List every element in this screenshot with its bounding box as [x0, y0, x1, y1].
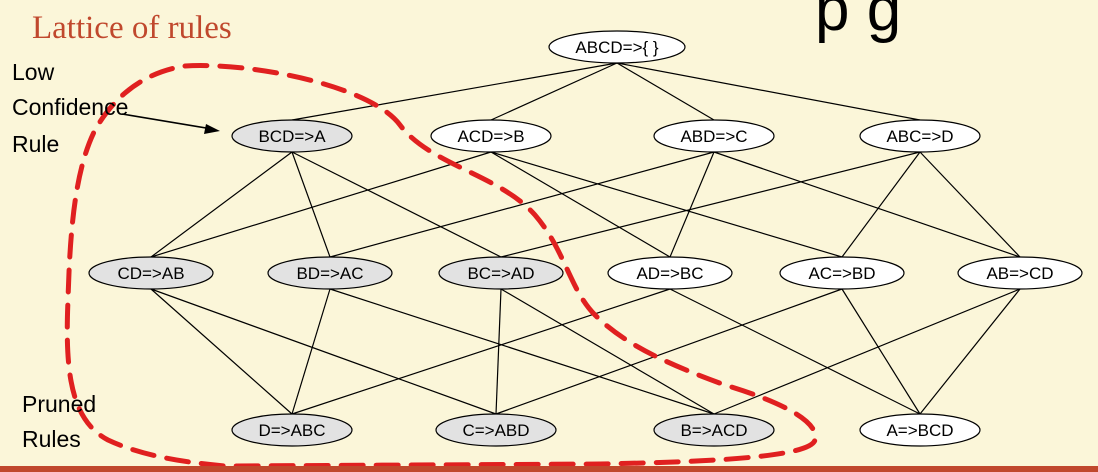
pruned-rules-annotation: Pruned Rules — [22, 391, 96, 452]
rule-node-a: A=>BCD — [859, 413, 981, 447]
edge-bcd-bc — [291, 151, 502, 258]
rule-node-ad: AD=>BC — [607, 256, 733, 290]
rule-node-shape-bd — [267, 256, 393, 290]
edge-bd-b — [329, 288, 715, 415]
edge-acd-ad — [490, 151, 671, 258]
slide-heading-partial: p g — [815, 0, 901, 44]
edge-ac-a — [841, 288, 921, 415]
rule-node-bcd: BCD=>A — [231, 119, 353, 153]
edge-ab-a — [919, 288, 1021, 415]
rule-node-label-bc: BC=>AD — [467, 264, 534, 283]
rule-node-abcd: ABCD=>{ } — [548, 30, 686, 64]
rule-node-shape-a — [859, 413, 981, 447]
edge-ad-a — [669, 288, 921, 415]
rule-node-label-abd: ABD=>C — [680, 127, 747, 146]
edge-bcd-cd — [150, 151, 293, 258]
rule-node-label-ad: AD=>BC — [636, 264, 703, 283]
rule-node-shape-b — [653, 413, 775, 447]
rule-node-label-ac: AC=>BD — [808, 264, 875, 283]
rule-node-shape-bc — [438, 256, 564, 290]
edge-abd-ad — [669, 151, 715, 258]
edge-abcd-abd — [616, 62, 715, 121]
rule-node-abc: ABC=>D — [859, 119, 981, 153]
annotation-arrowhead-icon — [204, 124, 220, 134]
low-confidence-line-1: Low — [12, 59, 55, 85]
edge-abc-ac — [841, 151, 921, 258]
low-confidence-line-3: Rule — [12, 131, 59, 157]
rule-node-shape-bcd — [231, 119, 353, 153]
edge-ac-c — [495, 288, 843, 415]
rule-node-shape-ab — [957, 256, 1083, 290]
pruned-rules-line-1: Pruned — [22, 391, 96, 417]
edge-abcd-acd — [490, 62, 618, 121]
edge-cd-c — [150, 288, 497, 415]
lattice-nodes: ABCD=>{ } BCD=>A ACD=>B ABD=>C ABC=>D CD=>AB B… — [88, 30, 1083, 447]
rule-node-label-b: B=>ACD — [680, 421, 747, 440]
bottom-accent-bar — [0, 466, 1098, 472]
rule-node-shape-ad — [607, 256, 733, 290]
rule-node-shape-c — [435, 413, 557, 447]
edge-cd-d — [150, 288, 293, 415]
rule-node-abd: ABD=>C — [653, 119, 775, 153]
rule-node-shape-acd — [430, 119, 552, 153]
edge-abc-ab — [919, 151, 1021, 258]
rule-node-ab: AB=>CD — [957, 256, 1083, 290]
low-confidence-annotation: Low Confidence Rule — [12, 59, 220, 157]
rule-node-shape-abd — [653, 119, 775, 153]
rule-node-acd: ACD=>B — [430, 119, 552, 153]
slide-title: Lattice of rules — [32, 10, 232, 46]
rule-node-ac: AC=>BD — [779, 256, 905, 290]
rule-node-label-cd: CD=>AB — [117, 264, 184, 283]
pruned-region-boundary — [64, 63, 818, 469]
rule-node-shape-abcd — [548, 30, 686, 64]
rule-node-cd: CD=>AB — [88, 256, 214, 290]
rule-node-bc: BC=>AD — [438, 256, 564, 290]
rule-node-label-bd: BD=>AC — [296, 264, 363, 283]
edge-bd-d — [291, 288, 331, 415]
rule-node-label-d: D=>ABC — [258, 421, 325, 440]
rule-node-shape-abc — [859, 119, 981, 153]
annotation-arrow-line — [121, 113, 213, 130]
edge-bcd-bd — [291, 151, 331, 258]
rule-node-bd: BD=>AC — [267, 256, 393, 290]
rule-node-label-a: A=>BCD — [886, 421, 953, 440]
rule-node-shape-ac — [779, 256, 905, 290]
rule-node-shape-cd — [88, 256, 214, 290]
edge-acd-cd — [150, 151, 492, 258]
edge-acd-ac — [490, 151, 843, 258]
lattice-edges — [150, 62, 1021, 415]
rule-node-label-abcd: ABCD=>{ } — [575, 38, 658, 57]
rule-node-label-ab: AB=>CD — [986, 264, 1053, 283]
edge-ab-b — [713, 288, 1021, 415]
rule-node-c: C=>ABD — [435, 413, 557, 447]
rule-node-b: B=>ACD — [653, 413, 775, 447]
rule-node-label-acd: ACD=>B — [457, 127, 524, 146]
edge-ad-d — [291, 288, 671, 415]
edge-bc-b — [500, 288, 715, 415]
edge-abcd-abc — [616, 62, 921, 121]
edge-bc-c — [495, 288, 502, 415]
edge-abd-ab — [713, 151, 1021, 258]
rule-node-shape-d — [231, 413, 353, 447]
rule-node-label-c: C=>ABD — [462, 421, 529, 440]
edge-abc-bc — [500, 151, 921, 258]
rule-node-label-abc: ABC=>D — [886, 127, 953, 146]
rule-node-d: D=>ABC — [231, 413, 353, 447]
edge-abcd-bcd — [291, 62, 618, 121]
pruned-rules-line-2: Rules — [22, 426, 81, 452]
edge-abd-bd — [329, 151, 715, 258]
low-confidence-line-2: Confidence — [12, 94, 128, 120]
rule-node-label-bcd: BCD=>A — [258, 127, 326, 146]
